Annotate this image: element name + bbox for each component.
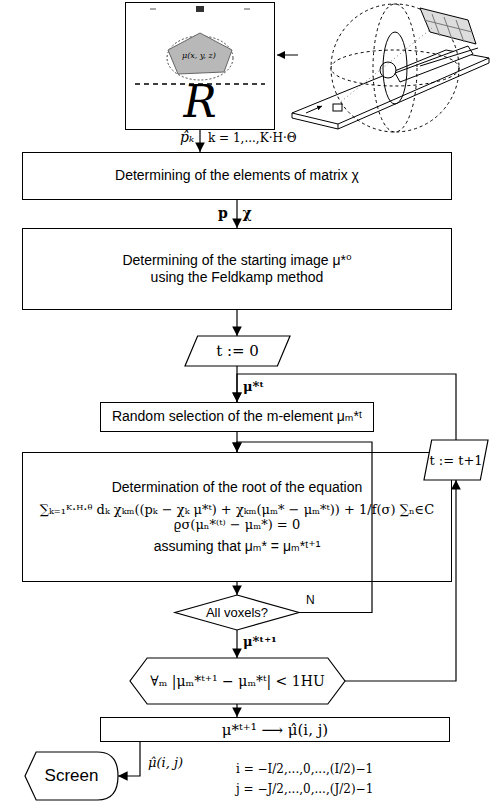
node-text: ∀ₘ |μₘ*ᵗ⁺¹ − μₘ*ᵗ| < 1HU xyxy=(150,673,324,689)
object-shape xyxy=(168,33,232,74)
node-text: Determining of the elements of matrix χ xyxy=(115,167,359,185)
node-text: Random selection of the m-element μₘ*ᵗ xyxy=(112,408,362,426)
node-text: μ*ᵗ⁺¹ ⟶ μ̂(i, j) xyxy=(222,721,328,739)
node-text: Determination of the root of the equatio… xyxy=(112,479,363,497)
node-text: t := t+1 xyxy=(429,453,482,468)
flow-arrow xyxy=(236,704,237,717)
process-box: Determination of the root of the equatio… xyxy=(22,452,452,582)
flow-arrow xyxy=(236,432,237,452)
display-terminal: Screen xyxy=(25,752,118,800)
detector-panel xyxy=(420,8,476,44)
edge-label: μ̂(i, j) xyxy=(148,755,183,770)
gantry-ring xyxy=(331,50,459,86)
panel-mark xyxy=(196,6,204,12)
node-text: ∑ₖ₌₁ᴷ·ᴴ·ᶿ dₖ χₖₘ((pₖ − χₖ μ*ᵗ) + χₖₘ(μₘ*… xyxy=(32,496,442,538)
annotation: k = 1,...,K·H·Θ xyxy=(208,131,297,145)
gantry-bore xyxy=(383,32,407,104)
flow-arrow xyxy=(118,742,140,776)
panel-mark xyxy=(244,9,250,10)
edge-label: p̂ₖ xyxy=(180,129,194,145)
flow-arrow xyxy=(236,310,237,336)
flow-arrow xyxy=(199,130,200,152)
gantry-ring xyxy=(373,4,417,132)
process-box: Determining of the elements of matrix χ xyxy=(22,152,452,200)
edge-label: N xyxy=(306,593,315,607)
node-shape xyxy=(25,752,118,800)
decision-diamond: All voxels? xyxy=(175,595,299,630)
process-box: μ*ᵗ⁺¹ ⟶ μ̂(i, j) xyxy=(100,717,450,742)
x-ray-beam xyxy=(338,28,432,104)
x-ray-source xyxy=(333,104,342,111)
ct-scanner xyxy=(277,4,489,132)
table-edge xyxy=(338,124,339,129)
process-box: Determining of the starting image μ*⁰ us… xyxy=(22,228,452,310)
image-panel: R xyxy=(125,2,275,130)
node-text: R xyxy=(183,76,216,129)
table-arrow xyxy=(306,106,322,113)
annotation: j = −J/2,...,0,...,(J/2)−1 xyxy=(236,782,373,796)
node-text: assuming that μₘ* = μₘ*ᵗ⁺¹ xyxy=(154,538,321,556)
node-text: Determining of the starting image μ*⁰ us… xyxy=(117,252,357,287)
annotation: μ(x, y, z) xyxy=(182,51,216,60)
node-shape xyxy=(424,440,488,480)
panel-graphics xyxy=(135,6,265,84)
node-text: All voxels? xyxy=(206,605,268,620)
node-text: Screen xyxy=(45,766,99,786)
node-shape xyxy=(175,595,299,630)
node-shape xyxy=(130,658,345,704)
decision-hexagon: ∀ₘ |μₘ*ᵗ⁺¹ − μₘ*ᵗ| < 1HU xyxy=(130,658,345,704)
patient-table xyxy=(292,50,489,124)
flow-arrow xyxy=(236,630,237,658)
io-parallelogram: t := t+1 xyxy=(424,440,488,480)
edge-label: μ*ᵗ⁺¹ xyxy=(243,634,277,649)
scanner-arrow xyxy=(277,55,298,56)
patient-head xyxy=(380,62,396,78)
flow-arrow xyxy=(236,582,237,595)
annotation: i = −I/2,...,0,...,(I/2)−1 xyxy=(236,762,373,776)
edge-label: μ*ᵗ xyxy=(243,379,264,394)
detector-grid xyxy=(424,14,472,42)
panel-mark xyxy=(150,9,156,10)
patient-leg xyxy=(420,48,478,66)
flow-arrow xyxy=(236,366,237,402)
node-shape xyxy=(185,336,290,366)
node-text: t := 0 xyxy=(216,342,259,360)
edge-label: p χ xyxy=(218,205,252,221)
io-parallelogram: t := 0 xyxy=(185,336,290,366)
process-box: Random selection of the m-element μₘ*ᵗ xyxy=(100,402,374,432)
